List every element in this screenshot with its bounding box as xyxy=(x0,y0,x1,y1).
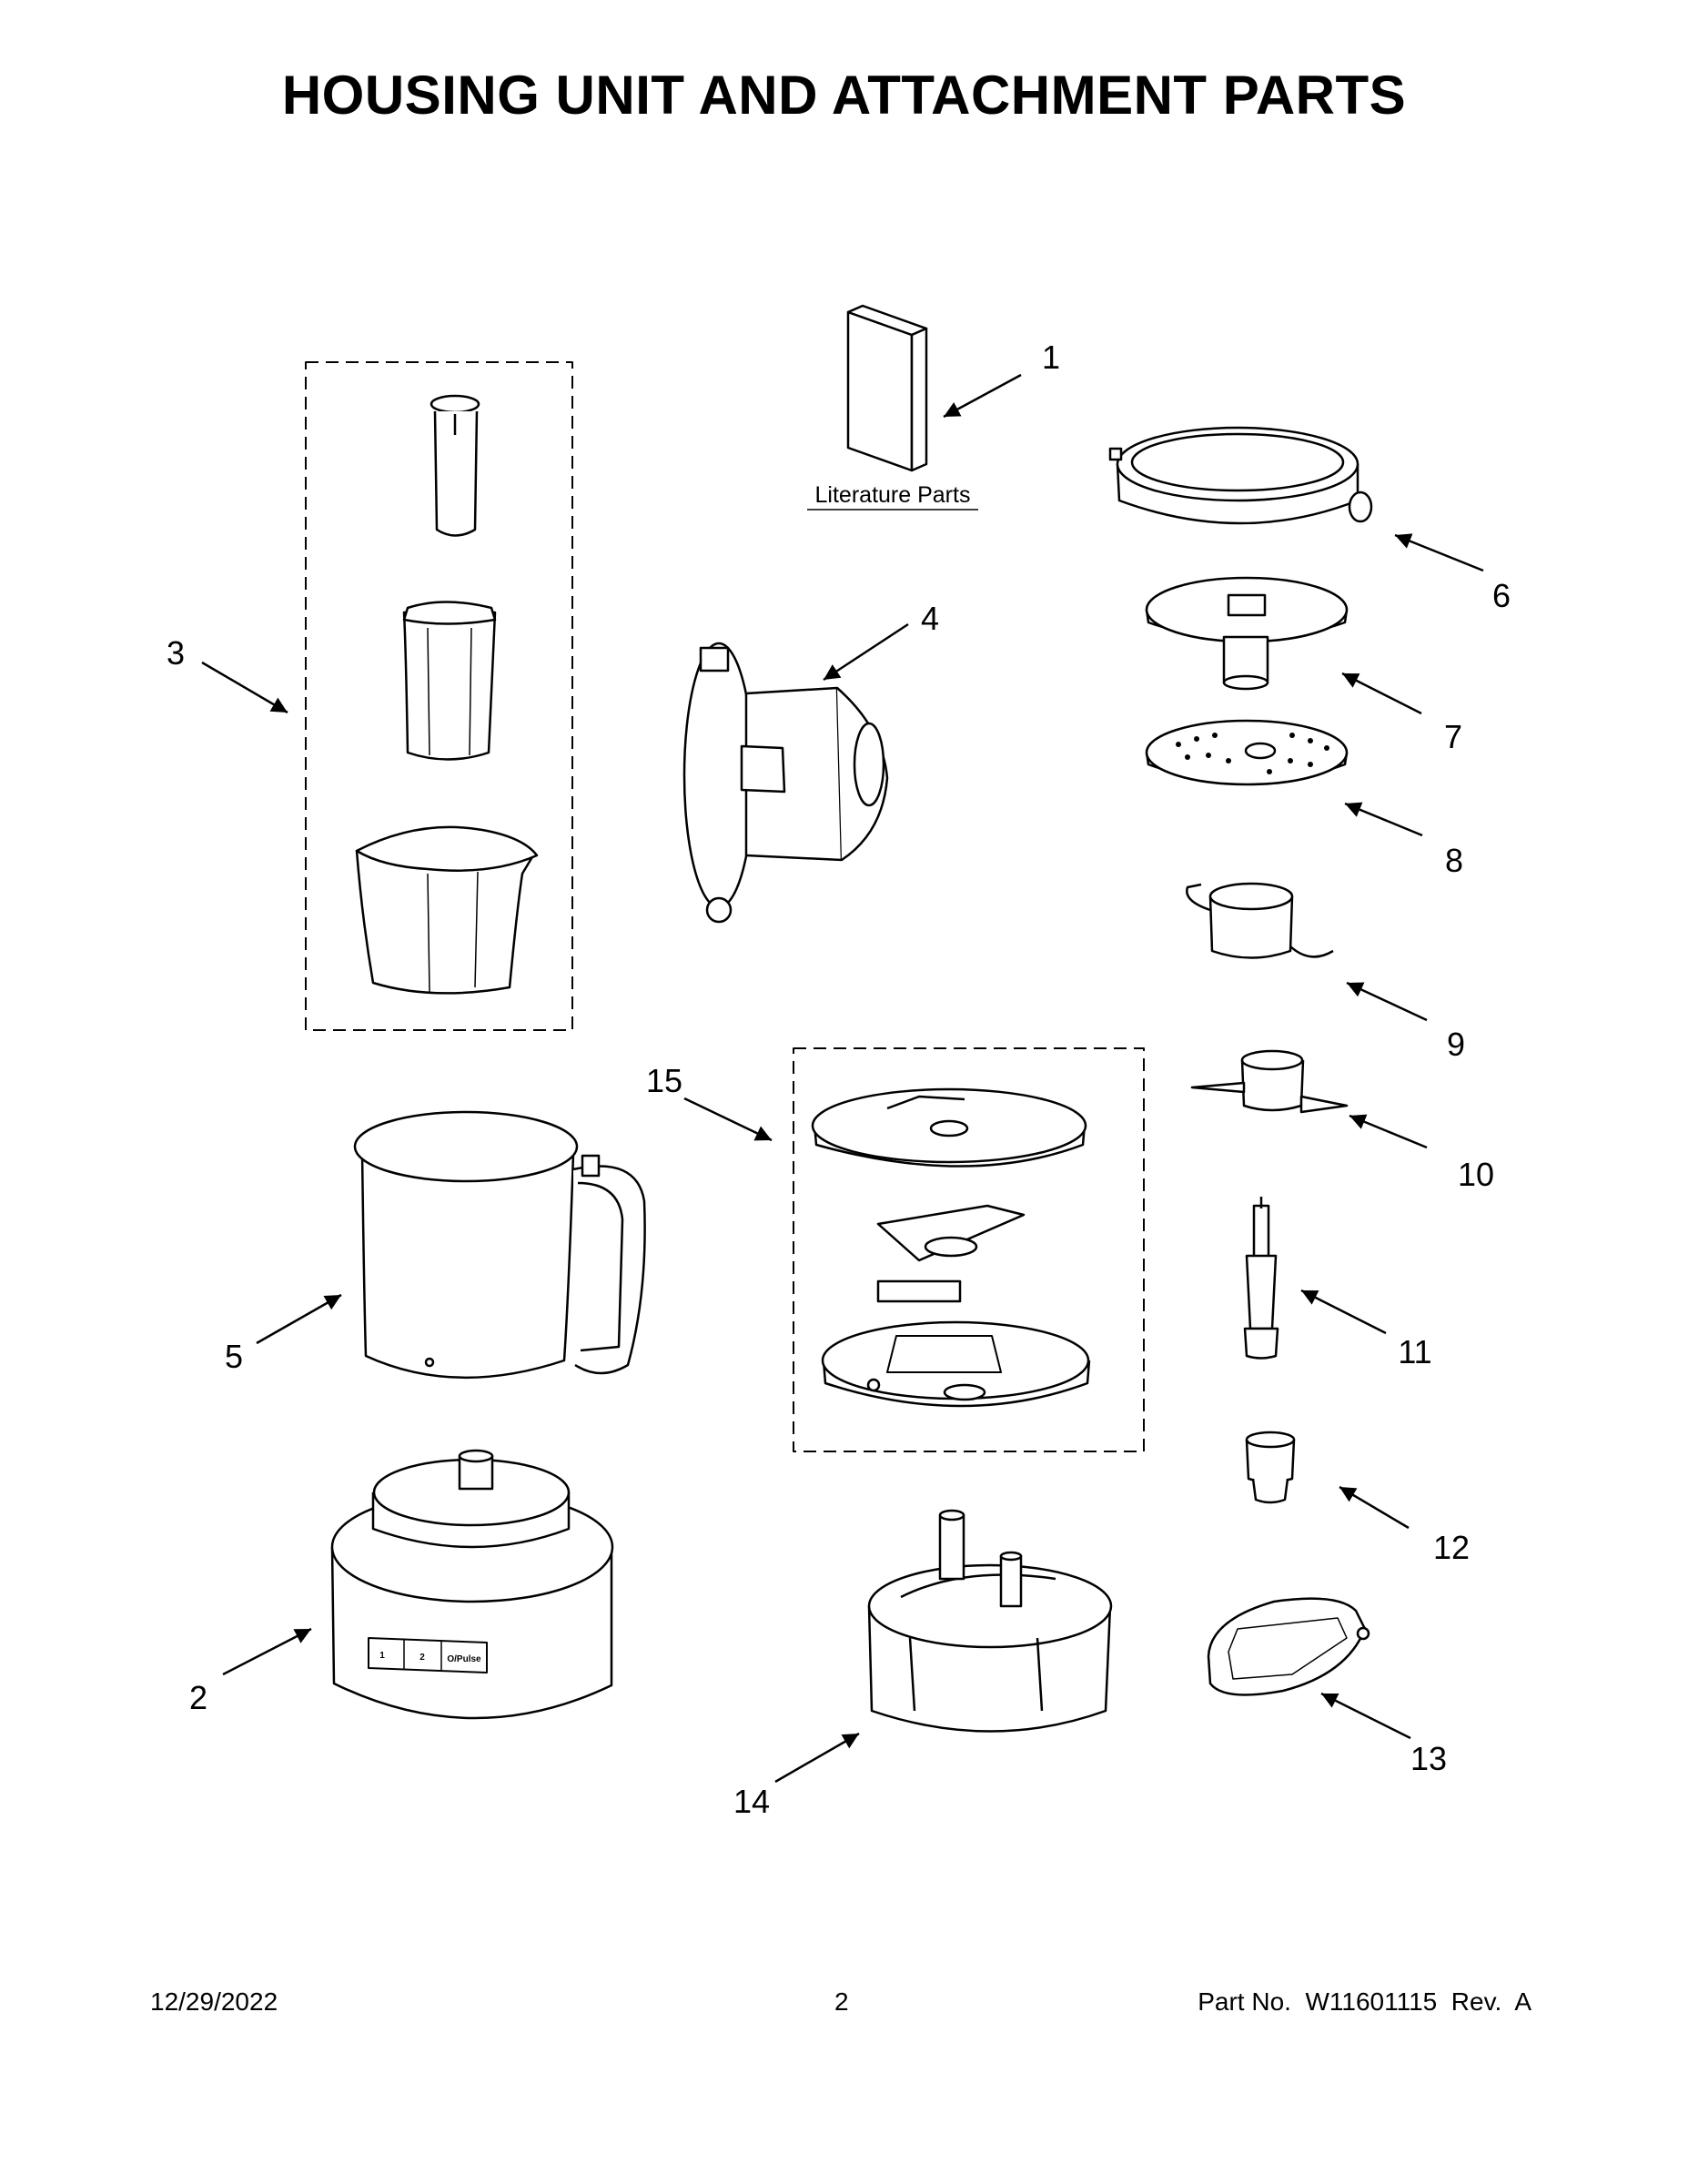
callout-15: 15 xyxy=(646,1062,682,1099)
footer-date: 12/29/2022 xyxy=(150,1987,278,2016)
literature-parts-label: Literature Parts xyxy=(815,482,971,508)
literature-booklet xyxy=(846,304,928,472)
multipurpose-blade xyxy=(1190,1049,1349,1114)
large-pusher xyxy=(355,825,539,995)
dough-blade xyxy=(1186,882,1334,959)
control-panel xyxy=(368,1637,488,1673)
shredding-disc xyxy=(1145,719,1349,786)
callout-11: 11 xyxy=(1398,1333,1431,1370)
callout-5: 5 xyxy=(225,1338,243,1375)
dicing-grid-cover xyxy=(811,1087,1087,1168)
work-bowl-lid xyxy=(682,642,889,924)
drive-coupler xyxy=(1245,1431,1296,1504)
footer-part-number: Part No. W11601115 Rev. A xyxy=(1198,1987,1531,2016)
shredding-holes xyxy=(1176,733,1329,774)
callout-10: 10 xyxy=(1458,1156,1494,1193)
page-title: HOUSING UNIT AND ATTACHMENT PARTS xyxy=(281,65,1407,126)
medium-pusher xyxy=(402,601,497,761)
speed-2-label: 2 xyxy=(419,1653,425,1663)
adjustable-slicing-disc xyxy=(1145,576,1349,691)
leader-arrows xyxy=(201,373,1484,1784)
callout-4: 4 xyxy=(921,600,939,637)
callout-2: 2 xyxy=(189,1679,207,1716)
work-bowl xyxy=(353,1110,646,1379)
callout-12: 12 xyxy=(1433,1529,1470,1566)
footer-page-number: 2 xyxy=(834,1987,849,2016)
stem-adapter xyxy=(1243,1197,1279,1360)
dicing-pusher-arm xyxy=(876,1204,1026,1303)
callout-1: 1 xyxy=(1042,339,1060,376)
dicing-ring xyxy=(1108,426,1373,525)
dicing-kit-frame xyxy=(793,1047,1145,1452)
callout-9: 9 xyxy=(1447,1026,1465,1063)
callout-6: 6 xyxy=(1492,577,1511,614)
callout-8: 8 xyxy=(1445,842,1463,879)
speed-1-label: 1 xyxy=(379,1651,385,1661)
motor-base xyxy=(330,1449,614,1720)
dicing-blade-grid xyxy=(821,1320,1091,1408)
callout-7: 7 xyxy=(1444,718,1462,755)
off-pulse-label: O/Pulse xyxy=(447,1654,481,1664)
pusher-group-frame xyxy=(305,361,573,1031)
small-pusher xyxy=(430,394,480,537)
callout-13: 13 xyxy=(1410,1740,1447,1777)
callout-14: 14 xyxy=(733,1783,770,1820)
cleaning-tool xyxy=(1207,1597,1370,1696)
dicing-basket xyxy=(867,1509,1113,1733)
callout-3: 3 xyxy=(167,634,185,672)
